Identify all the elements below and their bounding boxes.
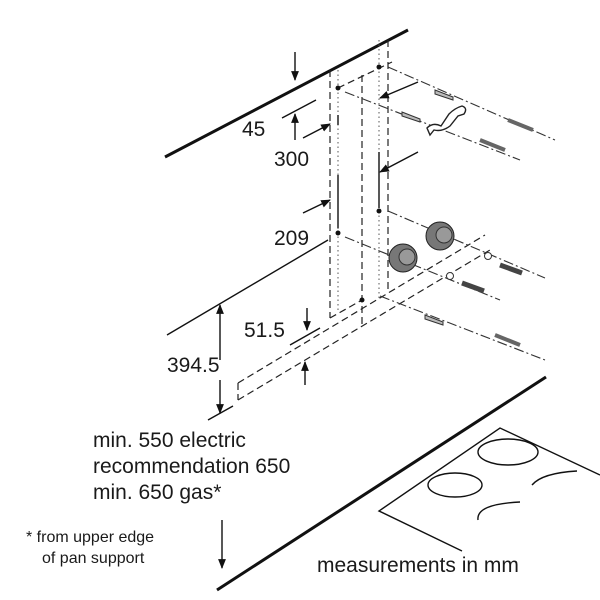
dimension-45-label: 45 <box>242 118 265 141</box>
min-electric-note: min. 550 electric <box>93 429 246 452</box>
min-gas-note: min. 650 gas* <box>93 481 221 504</box>
dimension-lines <box>216 52 419 569</box>
dimension-394-5-label: 394.5 <box>167 354 220 377</box>
wall-edge-line <box>166 239 329 336</box>
mounting-bracket <box>426 105 467 137</box>
footnote-line-1: * from upper edge <box>26 529 154 546</box>
extraction-spigots <box>388 221 455 273</box>
chimney-outline <box>237 40 491 401</box>
recommendation-note: recommendation 650 <box>93 455 290 478</box>
ceiling-line <box>164 28 409 159</box>
screw-axes <box>344 66 556 361</box>
hob-cooktop <box>377 427 600 552</box>
dimension-300-label: 300 <box>274 148 309 171</box>
units-label: measurements in mm <box>317 554 519 577</box>
worktop-line <box>216 375 547 592</box>
drill-points <box>335 64 382 303</box>
footnote-line-2: of pan support <box>42 550 145 567</box>
wall-plugs-and-screws <box>401 89 534 347</box>
dimension-209-label: 209 <box>274 227 309 250</box>
dimension-51-5-label: 51.5 <box>244 319 285 342</box>
